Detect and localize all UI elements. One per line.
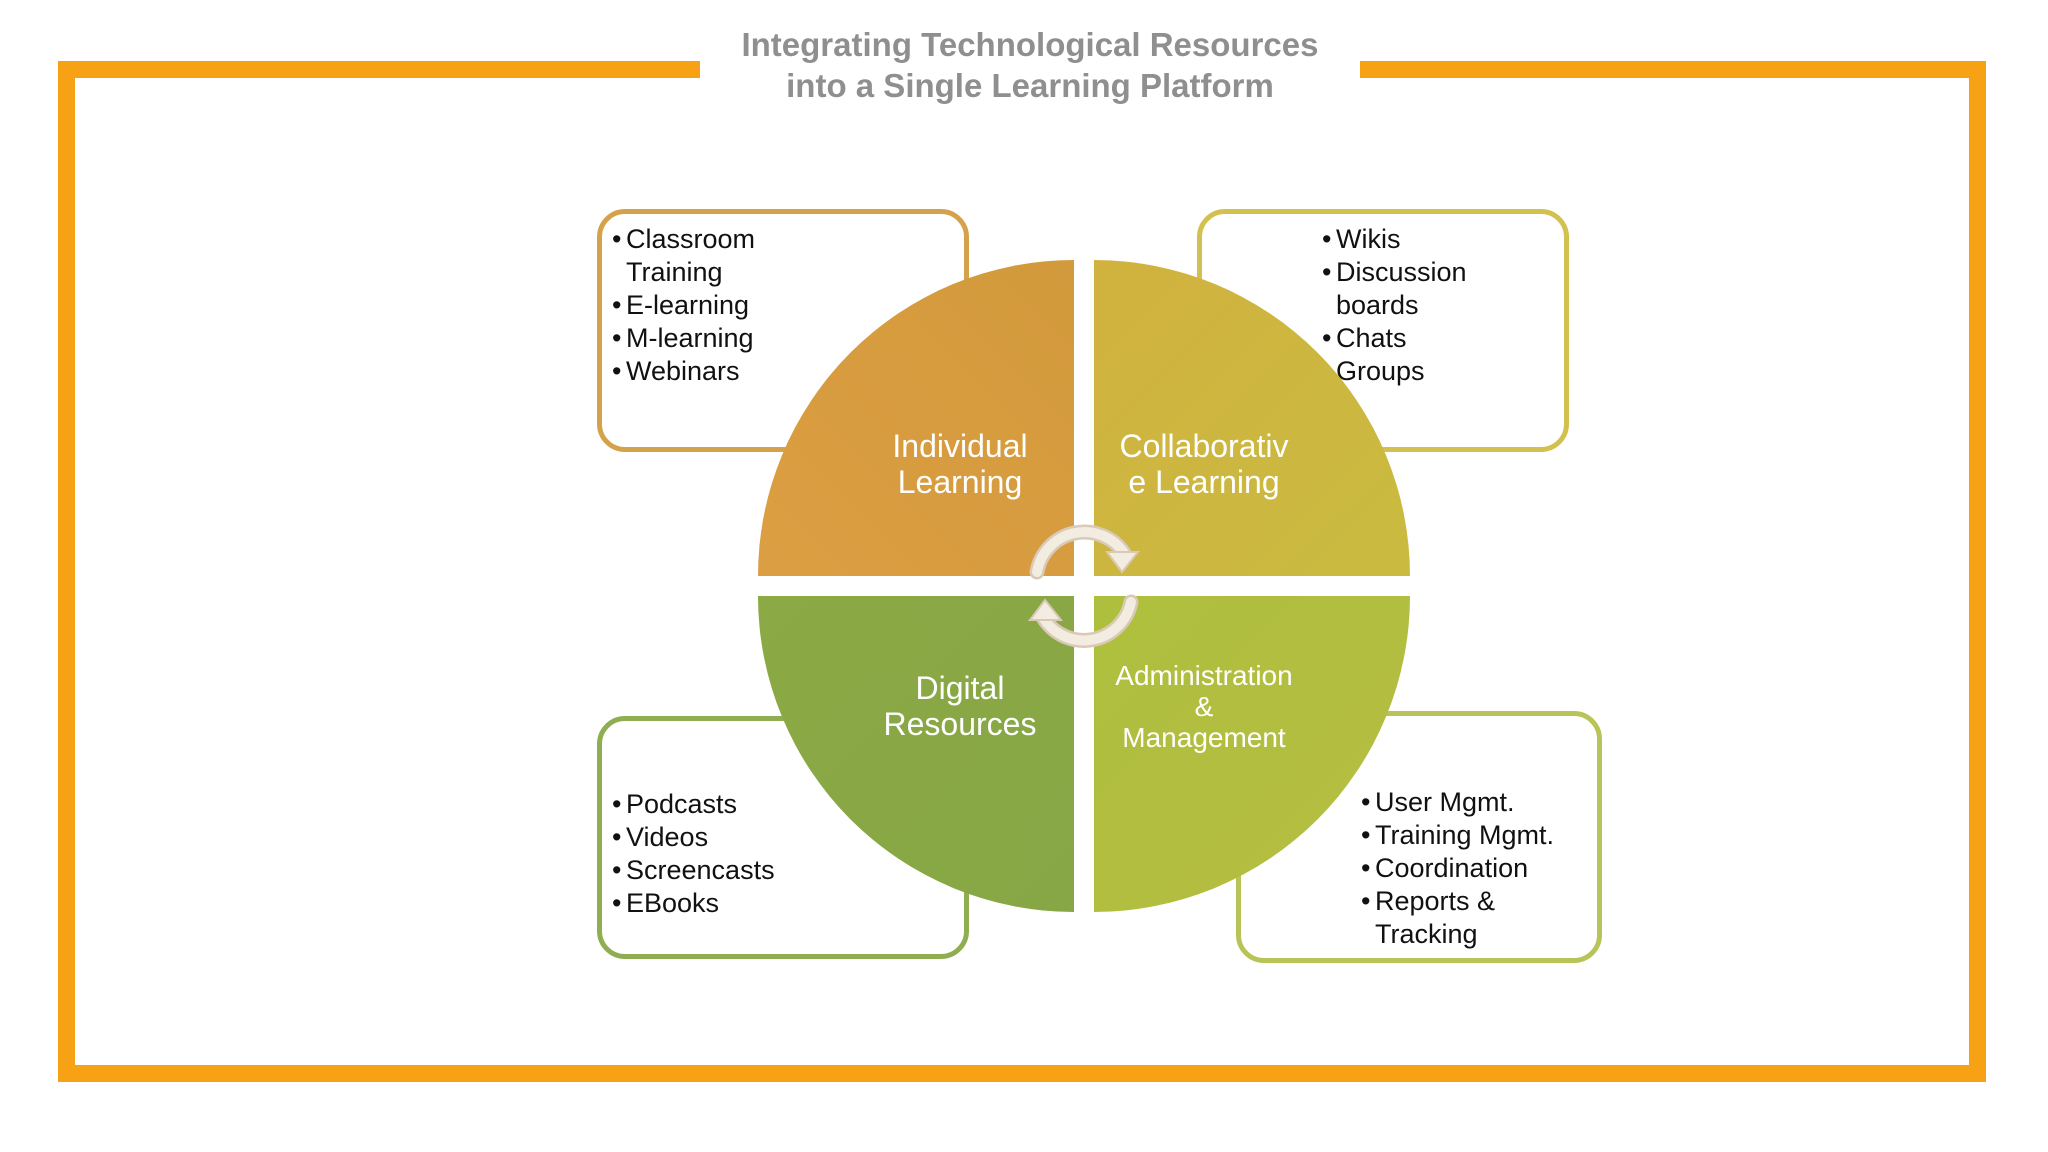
title-line-2: into a Single Learning Platform <box>786 67 1274 104</box>
administration-management-list: User Mgmt. Training Mgmt. Coordination R… <box>1361 786 1591 951</box>
quadrant-collaborative-learning <box>1094 260 1410 576</box>
list-item: Podcasts <box>612 788 932 821</box>
administration-management-label: Administration&Management <box>1115 660 1293 753</box>
list-item: Chats <box>1322 322 1542 355</box>
title-background <box>700 40 1360 112</box>
list-item: Training Mgmt. <box>1361 819 1591 852</box>
quadrant-individual-learning <box>758 260 1074 576</box>
diagram-title: Integrating Technological Resources into… <box>700 24 1360 106</box>
list-item: Screencasts <box>612 854 932 887</box>
title-line-1: Integrating Technological Resources <box>741 26 1319 63</box>
list-item: Coordination <box>1361 852 1591 885</box>
list-item: E-learning <box>612 289 932 322</box>
list-item: Reports &Tracking <box>1361 885 1591 951</box>
list-item: Wikis <box>1322 223 1542 256</box>
quadrant-administration-management <box>1094 596 1410 912</box>
quadrant-digital-resources <box>758 596 1074 912</box>
list-item: M-learning <box>612 322 932 355</box>
list-item: Webinars <box>612 355 932 388</box>
list-item: Groups <box>1322 355 1542 388</box>
digital-resources-list: Podcasts Videos Screencasts EBooks <box>612 788 932 920</box>
list-item: EBooks <box>612 887 932 920</box>
list-item: Videos <box>612 821 932 854</box>
cycle-arrows-icon <box>1028 524 1141 648</box>
page-frame <box>58 61 1986 1082</box>
list-item: User Mgmt. <box>1361 786 1591 819</box>
